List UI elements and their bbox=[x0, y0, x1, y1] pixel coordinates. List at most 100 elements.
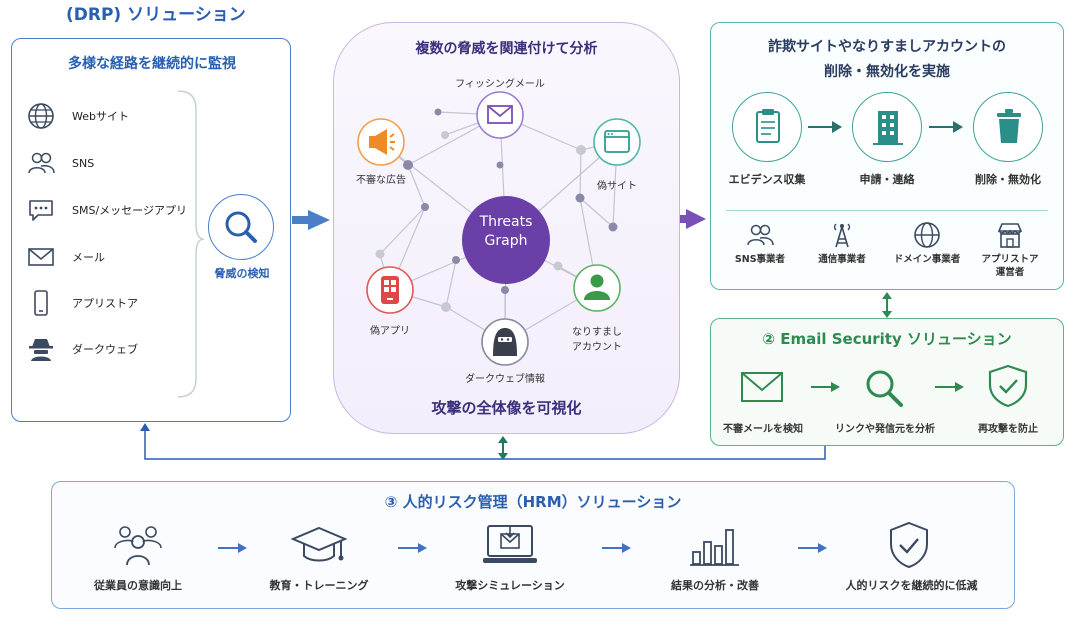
removal-step-circle bbox=[973, 92, 1043, 162]
takedown-arrow-1 bbox=[808, 121, 842, 133]
hrm-step-label: 従業員の意識向上 bbox=[94, 579, 182, 592]
channel-label: メール bbox=[72, 251, 105, 264]
threats-graph-title: 複数の脅威を関連付けて分析 bbox=[415, 41, 598, 57]
globe-icon bbox=[28, 103, 54, 129]
users-icon bbox=[747, 224, 774, 246]
shield-check-icon bbox=[988, 364, 1028, 408]
node-label-ad: 不審な広告 bbox=[356, 175, 406, 186]
evidence-step-circle bbox=[732, 92, 802, 162]
email-step-label: リンクや発信元を分析 bbox=[835, 424, 935, 435]
trash-icon bbox=[997, 109, 1021, 143]
takedown-divider bbox=[726, 210, 1048, 211]
channel-label: SMS/メッセージアプリ bbox=[72, 204, 187, 217]
double-arrow-takedown-email bbox=[882, 292, 892, 318]
smartphone-icon bbox=[381, 276, 399, 304]
users-icon bbox=[28, 152, 55, 174]
hrm-title: ③ 人的リスク管理（HRM）ソリューション bbox=[384, 493, 682, 511]
request-step-circle bbox=[852, 92, 922, 162]
magnifier-icon bbox=[866, 370, 903, 407]
takedown-arrow-2 bbox=[929, 121, 963, 133]
channel-bracket bbox=[177, 90, 205, 398]
hrm-arrow-2 bbox=[398, 543, 427, 553]
drp-title: (DRP) ソリューション bbox=[66, 5, 246, 25]
node-label-impersonation-line1: なりすまし bbox=[572, 327, 622, 338]
smartphone-icon bbox=[34, 290, 48, 316]
chat-bubble-icon bbox=[29, 200, 53, 221]
hrm-arrow-4 bbox=[798, 543, 827, 553]
shield-check-icon bbox=[890, 521, 928, 569]
detect-circle bbox=[208, 194, 274, 260]
globe-icon bbox=[914, 222, 940, 248]
email-step-label: 不審メールを検知 bbox=[723, 424, 803, 435]
node-label-fake-site: 偽サイト bbox=[597, 181, 637, 192]
loop-arrow-head bbox=[140, 423, 150, 431]
center-label-line2: Graph bbox=[485, 233, 528, 249]
email-security-panel bbox=[710, 318, 1064, 446]
node-fake-app bbox=[366, 266, 414, 314]
user-icon bbox=[584, 274, 610, 300]
storefront-icon bbox=[997, 223, 1023, 248]
building-icon bbox=[873, 111, 903, 145]
hrm-step-label: 人的リスクを継続的に低減 bbox=[845, 579, 978, 592]
envelope-icon bbox=[28, 248, 54, 266]
hacker-icon bbox=[29, 339, 53, 361]
node-fake-site bbox=[593, 118, 641, 166]
node-phishing bbox=[476, 91, 524, 139]
hacker-icon bbox=[493, 328, 517, 356]
node-label-impersonation-line2: アカウント bbox=[572, 342, 622, 353]
operator-label: ドメイン事業者 bbox=[893, 254, 961, 265]
email-security-title: ② Email Security ソリューション bbox=[762, 330, 1012, 348]
graph-dots bbox=[375, 108, 618, 312]
hrm-arrow-1 bbox=[218, 543, 247, 553]
graduation-cap-icon bbox=[291, 526, 347, 562]
antenna-tower-icon bbox=[833, 223, 851, 248]
envelope-icon bbox=[741, 372, 783, 402]
team-users-icon bbox=[114, 526, 162, 566]
operator-label: SNS事業者 bbox=[734, 254, 786, 265]
node-label-fake-app: 偽アプリ bbox=[370, 326, 410, 337]
drp-panel: 多様な経路を継続的に監視 Webサイト SNS SMS/メッセージアプリ メ bbox=[11, 38, 291, 422]
takedown-title-line1: 詐欺サイトやなりすましアカウントの bbox=[768, 39, 1006, 55]
operator-label: アプリストア運営者 bbox=[981, 254, 1039, 278]
hrm-step-label: 攻撃シミュレーション bbox=[455, 579, 565, 592]
double-arrow-graph-loop bbox=[498, 436, 508, 460]
magnifier-icon bbox=[225, 211, 257, 243]
email-arrow-2 bbox=[935, 382, 964, 392]
node-impersonation bbox=[573, 264, 621, 312]
channel-web: Webサイト bbox=[26, 101, 129, 131]
node-label-phishing: フィッシングメール bbox=[455, 79, 545, 90]
takedown-step-label: エビデンス収集 bbox=[728, 173, 806, 186]
takedown-title-line2: 削除・無効化を実施 bbox=[824, 64, 950, 80]
channel-sns: SNS bbox=[26, 148, 94, 178]
takedown-step-label: 申請・連絡 bbox=[859, 173, 915, 186]
channel-mail: メール bbox=[26, 242, 105, 272]
megaphone-icon bbox=[369, 129, 395, 155]
browser-window-icon bbox=[604, 130, 630, 153]
takedown-step-label: 削除・無効化 bbox=[975, 173, 1041, 186]
drp-subtitle: 多様な経路を継続的に監視 bbox=[68, 56, 236, 72]
detect-label: 脅威の検知 bbox=[214, 267, 270, 280]
operator-label: 通信事業者 bbox=[818, 254, 866, 265]
hrm-step-label: 教育・トレーニング bbox=[269, 579, 369, 592]
node-suspicious-ad bbox=[357, 118, 405, 166]
channel-label: アプリストア bbox=[72, 297, 138, 310]
threats-graph-bottom-caption: 攻撃の全体像を可視化 bbox=[431, 399, 582, 417]
channel-label: SNS bbox=[72, 156, 95, 170]
hrm-step-label: 結果の分析・改善 bbox=[671, 579, 759, 592]
clipboard-icon bbox=[756, 109, 780, 143]
laptop-alert-icon bbox=[483, 525, 537, 563]
email-arrow-1 bbox=[811, 382, 840, 392]
feedback-loop-line bbox=[144, 430, 826, 460]
threats-graph-center bbox=[462, 196, 550, 284]
node-label-darkweb: ダークウェブ情報 bbox=[465, 374, 545, 385]
center-label-line1: Threats bbox=[479, 214, 533, 230]
threats-graph-network: Threats Graph bbox=[357, 91, 641, 366]
channel-label: Webサイト bbox=[72, 110, 129, 123]
bar-chart-icon bbox=[690, 529, 739, 566]
channel-sms: SMS/メッセージアプリ bbox=[26, 195, 187, 225]
arrow-drp-to-graph bbox=[292, 210, 330, 230]
hrm-arrow-3 bbox=[602, 543, 631, 553]
channel-darkweb: ダークウェブ bbox=[26, 334, 138, 364]
channel-label: ダークウェブ bbox=[72, 343, 138, 356]
